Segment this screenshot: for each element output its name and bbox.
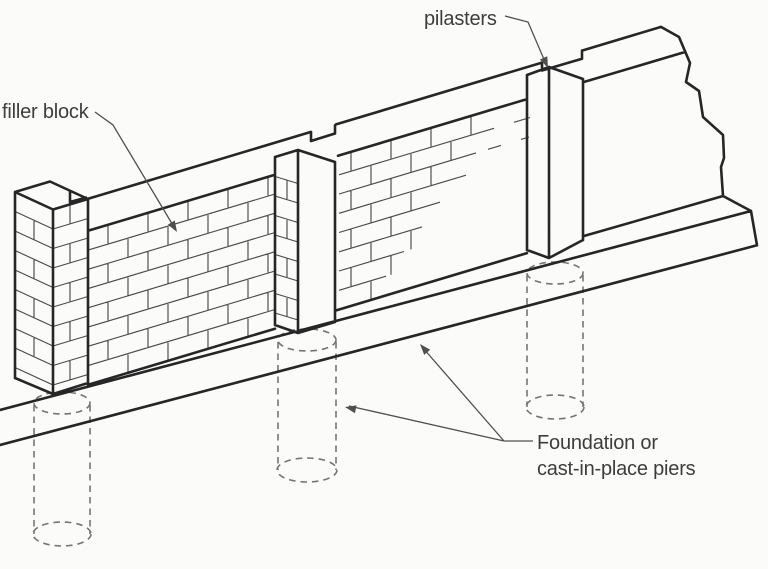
label-filler-block: filler block: [2, 101, 89, 123]
label-pilasters: pilasters: [424, 8, 497, 30]
wall-outline-lines: [0, 25, 759, 447]
leader-lines: [94, 15, 547, 442]
label-foundation-line1: Foundation or: [537, 432, 658, 454]
pier-dashed-lines: [32, 261, 585, 547]
brick-pattern-lines: [14, 115, 531, 386]
label-foundation-piers: Foundation or cast-in-place piers: [537, 430, 696, 482]
label-foundation-line2: cast-in-place piers: [537, 458, 696, 480]
